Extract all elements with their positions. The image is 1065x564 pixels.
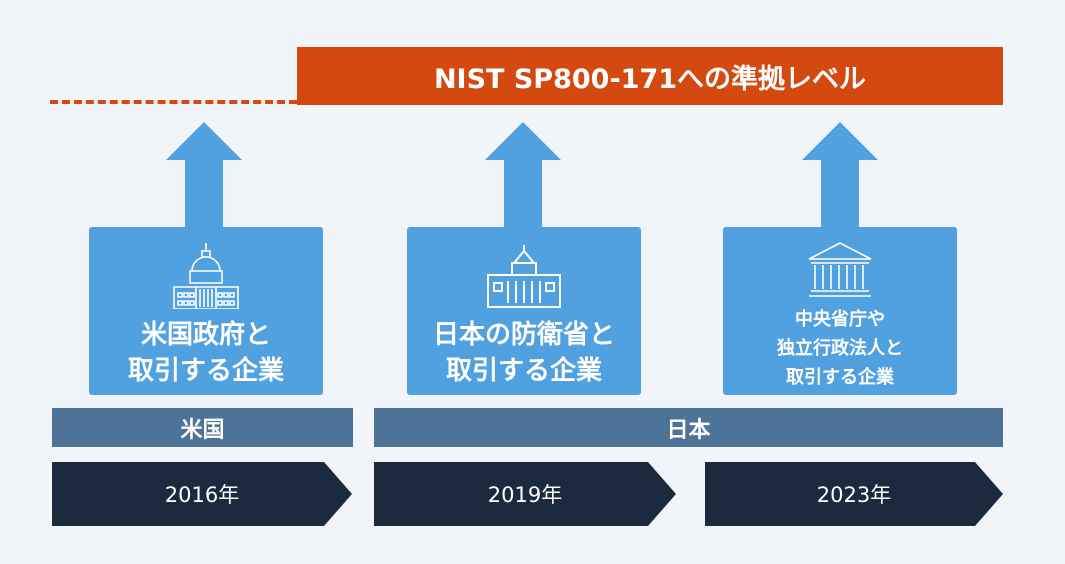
- box-label-line: 米国政府と: [140, 320, 271, 350]
- box-label-line: 取引する企業: [127, 356, 284, 386]
- box-label-line: 日本の防衛省と: [432, 320, 615, 350]
- japan-mod-box: 日本の防衛省と取引する企業: [407, 227, 641, 395]
- year-2023: 2023年: [705, 462, 1003, 526]
- diet-building-icon: [487, 245, 561, 308]
- box-label-line: 独立行政法人と: [777, 338, 903, 359]
- year-2019: 2019年: [374, 462, 676, 526]
- region-us: 米国: [52, 408, 353, 447]
- year-2016: 2016年: [52, 462, 352, 526]
- region-japan: 日本: [374, 408, 1003, 447]
- box-label-line: 取引する企業: [786, 367, 894, 388]
- box-label-line: 取引する企業: [445, 356, 602, 386]
- up-arrow-icon: [166, 122, 242, 228]
- box-label-line: 中央省庁や: [795, 309, 885, 330]
- up-arrow-icon: [485, 122, 561, 228]
- agencies-box: 中央省庁や独立行政法人と取引する企業: [723, 227, 957, 395]
- compliance-level-banner: NIST SP800-171への準拠レベル: [297, 47, 1003, 105]
- dashed-level-line: [50, 100, 297, 104]
- capitol-icon: [173, 243, 239, 309]
- government-building-icon: [808, 242, 872, 297]
- up-arrow-icon: [802, 122, 878, 228]
- us-government-box: 米国政府と取引する企業: [89, 227, 323, 395]
